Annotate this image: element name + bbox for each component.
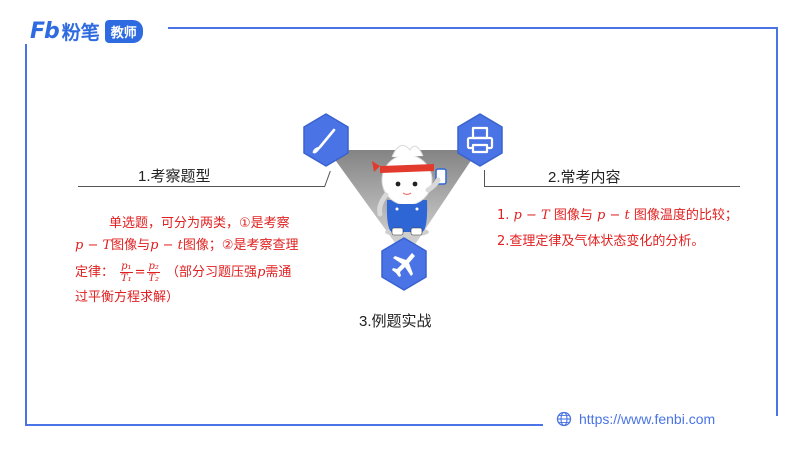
- left-line-2: p − T图像与p − t图像；②是考察查理: [75, 235, 345, 257]
- left-description: 单选题，可分为两类，①是考察 p − T图像与p − t图像；②是考察查理 定律…: [75, 213, 345, 309]
- footer-url-text[interactable]: https://www.fenbi.com: [579, 411, 716, 427]
- mascot-figure: [372, 144, 447, 237]
- right-description: 1. p − T 图像与 p − t 图像温度的比较； 2.查理定律及气体状态变…: [497, 205, 767, 253]
- frame-left: [25, 44, 27, 426]
- left-line-2-text-b: 图像；②是考察查理: [182, 238, 299, 253]
- frame-bottom: [25, 424, 543, 426]
- logo-mark: Fb: [30, 18, 60, 44]
- equals-sign: =: [134, 265, 146, 280]
- globe-icon: [556, 411, 572, 427]
- right-item-1: 1. p − T 图像与 p − t 图像温度的比较；: [497, 205, 767, 227]
- left-line-3-text-a: 定律：: [75, 265, 115, 280]
- logo-badge: 教师: [104, 19, 143, 43]
- left-line-4: 过平衡方程求解）: [75, 290, 180, 305]
- printer-icon: [466, 126, 494, 154]
- brand-logo: Fb 粉笔 教师: [30, 18, 143, 44]
- math-p: p: [257, 265, 266, 280]
- frame-top: [168, 27, 776, 29]
- right-item-2: 2.查理定律及气体状态变化的分析。: [497, 234, 705, 249]
- right-section-title: 2.常考内容: [548, 169, 621, 186]
- left-line-3-text-b: （部分习题压强: [166, 265, 258, 280]
- math-p-T: p − T: [75, 238, 112, 253]
- left-section-title: 1.考察题型: [138, 168, 211, 185]
- math-p-T-right: p − T: [513, 208, 550, 223]
- math-p-t: p − t: [150, 238, 183, 253]
- right-connector: [484, 170, 485, 187]
- math-p-t-right: p − t: [597, 208, 630, 223]
- right-item-1-num: 1.: [497, 208, 510, 223]
- bottom-section-title: 3.例题实战: [359, 313, 432, 330]
- left-hex-button[interactable]: [298, 112, 354, 168]
- left-line-3-text-c: 需通: [265, 265, 292, 280]
- right-title-underline: [484, 186, 740, 187]
- pen-icon: [312, 128, 336, 154]
- footer-url[interactable]: https://www.fenbi.com: [556, 411, 715, 427]
- logo-name: 粉笔: [61, 21, 100, 44]
- right-item-1-text-c: 图像温度的比较；: [633, 208, 738, 223]
- right-item-1-text-b: 图像与: [553, 208, 593, 223]
- left-line-1: 单选题，可分为两类，①是考察: [109, 216, 290, 231]
- bottom-hex-button[interactable]: [376, 236, 432, 292]
- left-line-2-text-a: 图像与: [111, 238, 151, 253]
- right-hex-button[interactable]: [452, 112, 508, 168]
- left-title-underline: [78, 186, 325, 187]
- airplane-icon: [392, 253, 415, 277]
- frame-right: [776, 27, 778, 416]
